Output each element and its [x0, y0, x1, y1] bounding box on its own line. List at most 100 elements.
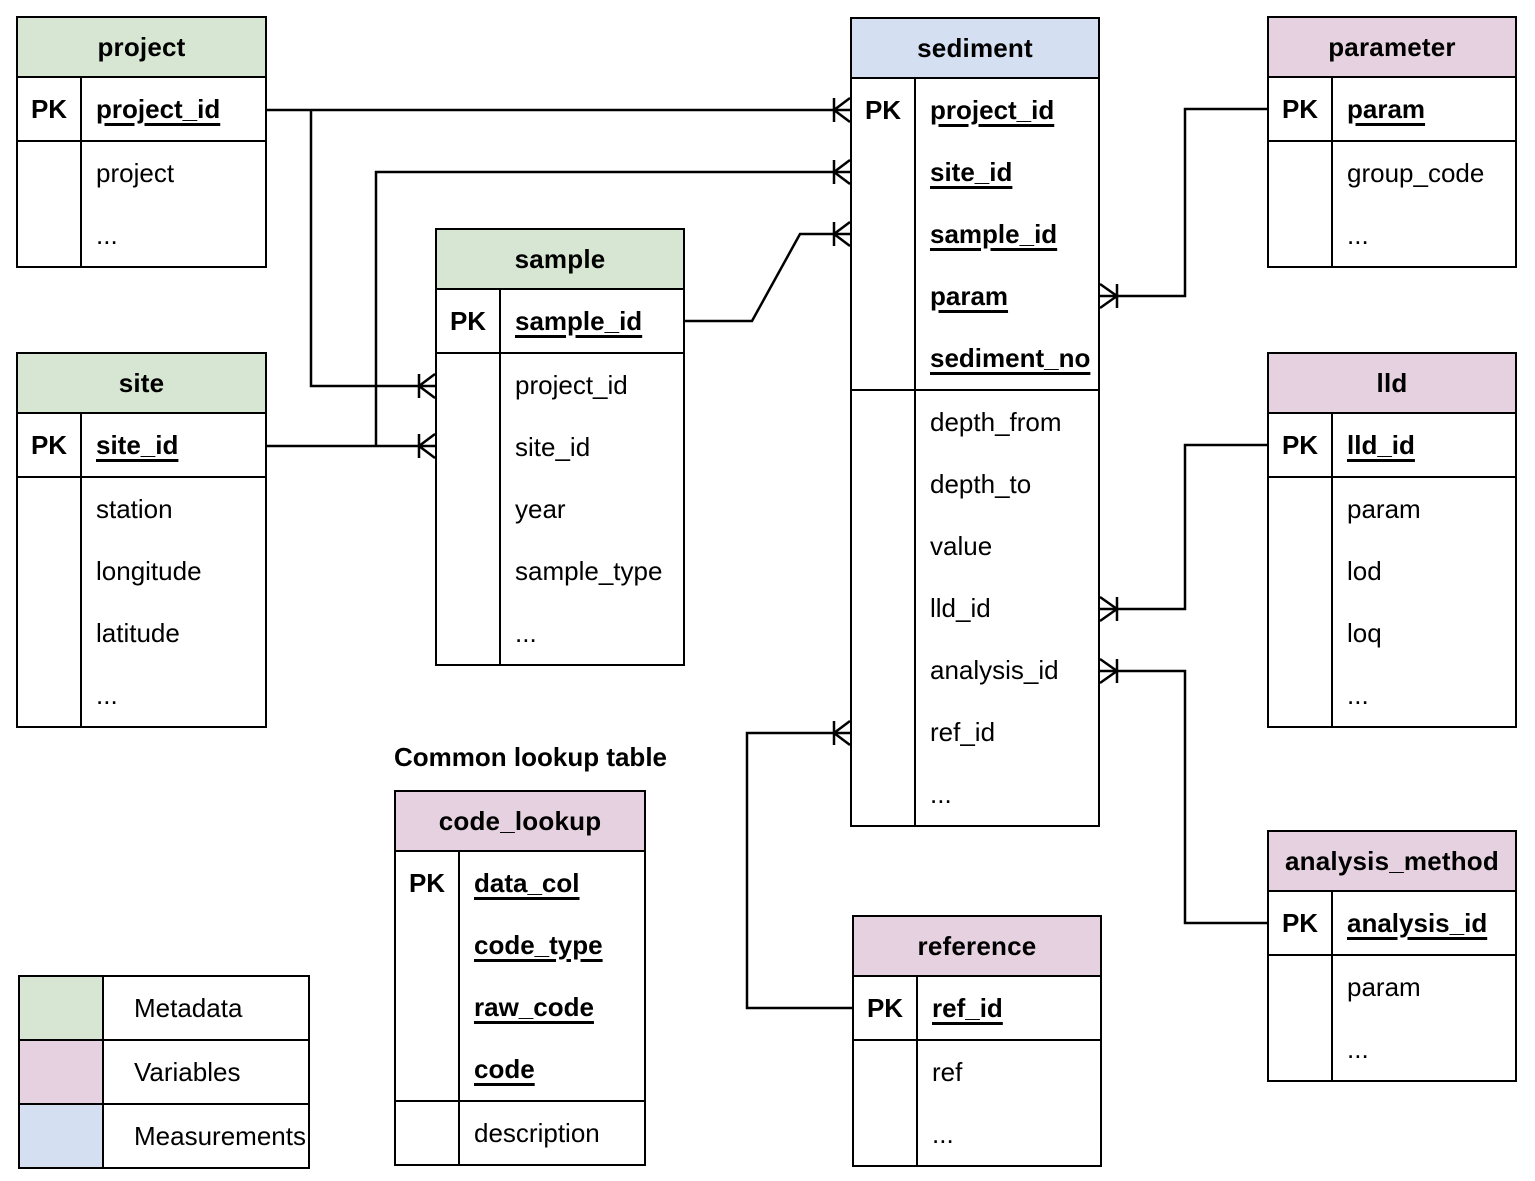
entity-title-site: site [18, 354, 265, 414]
field-sample-sample-type: sample_type [515, 555, 663, 586]
field-project-etc: ... [96, 219, 118, 250]
entity-title-reference: reference [854, 917, 1100, 977]
connector-project-to-sediment-project-id [267, 97, 851, 123]
field-sample-project-id: project_id [515, 369, 628, 400]
pk-label: PK [864, 94, 902, 125]
pk-label: PK [30, 429, 68, 460]
legend-row-metadata: Metadata [20, 977, 308, 1039]
legend-label-measurements: Measurements [134, 1120, 306, 1151]
pk-field-lld-lld-id: lld_id [1347, 429, 1415, 460]
pk-label: PK [30, 93, 68, 124]
field-site-longitude: longitude [96, 555, 202, 586]
pk-field-sediment-project-id: project_id [930, 94, 1055, 125]
attr-section: description [396, 1100, 644, 1164]
pk-section: PK ref_id [854, 977, 1100, 1039]
field-sediment-lld-id: lld_id [930, 592, 991, 623]
connector-parameter-to-sediment-param [1099, 107, 1267, 310]
entity-title-analysis-method: analysis_method [1269, 832, 1515, 892]
attr-section: station longitude latitude... [18, 476, 265, 726]
field-site-etc: ... [96, 679, 118, 710]
field-parameter-group-code: group_code [1347, 157, 1485, 188]
attr-section: param... [1269, 954, 1515, 1080]
attr-section: group_code... [1269, 140, 1515, 266]
connector-sample-to-sediment-sample-id [685, 221, 851, 323]
legend-label-metadata: Metadata [134, 992, 243, 1023]
entity-parameter: parameter PK param group_code... [1267, 16, 1517, 268]
entity-title-sample: sample [437, 230, 683, 290]
entity-title-project: project [18, 18, 265, 78]
pk-section: PK project_id [18, 78, 265, 140]
entity-title-code-lookup: code_lookup [396, 792, 644, 852]
field-lld-param: param [1347, 493, 1421, 524]
field-parameter-etc: ... [1347, 219, 1369, 250]
field-reference-ref: ref [932, 1056, 963, 1087]
pk-label: PK [408, 867, 446, 898]
connector-lld-to-sediment-lld-id [1099, 443, 1267, 623]
field-sediment-analysis-id: analysis_id [930, 654, 1059, 685]
field-lld-loq: loq [1347, 617, 1382, 648]
pk-section: PK sample_id [437, 290, 683, 352]
pk-field-site-site-id: site_id [96, 429, 179, 460]
legend-swatch-variables [20, 1041, 104, 1103]
connector-site-to-sample-site-id [267, 433, 436, 459]
legend-row-measurements: Measurements [20, 1103, 308, 1167]
common-lookup-caption: Common lookup table [394, 742, 667, 772]
pk-field-sediment-site-id: site_id [930, 156, 1013, 187]
field-sediment-etc: ... [930, 778, 952, 809]
entity-site: site PK site_id station longitude latitude… [16, 352, 267, 728]
connector-reference-to-sediment-ref-id [745, 720, 852, 1010]
pk-label: PK [449, 305, 487, 336]
attr-section: ref... [854, 1039, 1100, 1165]
legend: Metadata Variables Measurements [18, 975, 310, 1169]
legend-label-variables: Variables [134, 1056, 241, 1087]
pk-label: PK [1281, 93, 1319, 124]
field-analysis-method-etc: ... [1347, 1033, 1369, 1064]
pk-field-parameter-param: param [1347, 93, 1426, 124]
field-sediment-depth-from: depth_from [930, 406, 1062, 437]
pk-section: PK site_id [18, 414, 265, 476]
legend-swatch-measurements [20, 1105, 104, 1167]
pk-field-analysis-method-analysis-id: analysis_id [1347, 907, 1488, 938]
pk-field-sample-sample-id: sample_id [515, 305, 643, 336]
field-sample-etc: ... [515, 617, 537, 648]
pk-field-sediment-param: param [930, 280, 1009, 311]
entity-project: project PK project_id project... [16, 16, 267, 268]
field-project-project: project [96, 157, 175, 188]
pk-label: PK [1281, 907, 1319, 938]
entity-title-lld: lld [1269, 354, 1515, 414]
entity-title-parameter: parameter [1269, 18, 1515, 78]
pk-field-code-lookup-data-col: data_col [474, 867, 580, 898]
pk-field-sediment-sediment-no: sediment_no [930, 342, 1091, 373]
entity-title-sediment: sediment [852, 19, 1098, 79]
pk-field-reference-ref-id: ref_id [932, 992, 1003, 1023]
field-sample-site-id: site_id [515, 431, 591, 462]
pk-field-code-lookup-code-type: code_type [474, 929, 603, 960]
attr-section: param lod loq... [1269, 476, 1515, 726]
field-sediment-value: value [930, 530, 993, 561]
pk-label: PK [866, 992, 904, 1023]
legend-row-variables: Variables [20, 1039, 308, 1103]
entity-reference: reference PK ref_id ref... [852, 915, 1102, 1167]
pk-field-sediment-sample-id: sample_id [930, 218, 1058, 249]
field-site-latitude: latitude [96, 617, 180, 648]
pk-label: PK [1281, 429, 1319, 460]
legend-swatch-metadata [20, 977, 104, 1039]
field-site-station: station [96, 493, 173, 524]
pk-section: PK param [1269, 78, 1515, 140]
field-lld-lod: lod [1347, 555, 1382, 586]
field-code-lookup-description: description [474, 1117, 600, 1148]
field-lld-etc: ... [1347, 679, 1369, 710]
pk-section: PK lld_id [1269, 414, 1515, 476]
field-sediment-ref-id: ref_id [930, 716, 996, 747]
connector-project-to-sample-project-id [309, 110, 436, 399]
connector-analysis-method-to-sediment-analysis-id [1099, 657, 1267, 925]
pk-field-code-lookup-code: code [474, 1053, 535, 1084]
